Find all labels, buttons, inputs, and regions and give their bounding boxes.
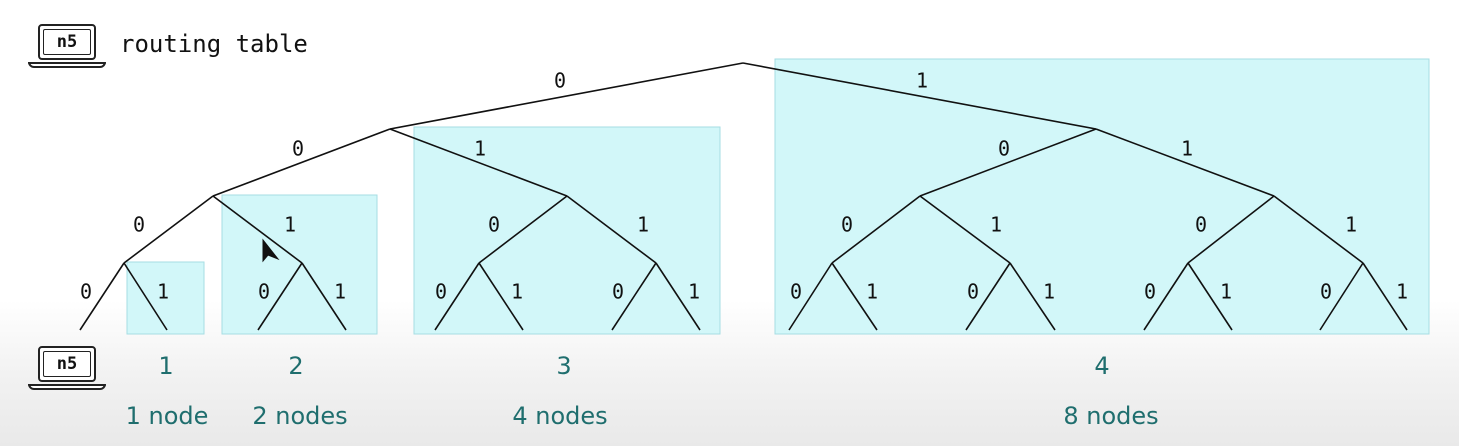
tree-edge-right (1009, 262, 1056, 331)
tree-edge-right (212, 195, 303, 264)
bucket-box-4 (774, 58, 1430, 335)
tree-edge-right (389, 128, 568, 197)
bucket-box-2 (221, 194, 378, 335)
tree-edge-left (478, 195, 568, 264)
tree-edge-labels: 0 1 0 1 0 1 0 1 0 1 0 1 0 1 0 1 0 1 0 1 0 1 0 1 0 1 0 1 0 1 (80, 69, 1408, 304)
tree-edge-right (831, 262, 878, 331)
tree-edge-left (212, 128, 391, 197)
edge-label-left: 0 (292, 137, 304, 161)
laptop-icon-footer: n5 (28, 346, 110, 394)
edge-label-left: 0 (790, 280, 802, 304)
bucket-node-count: 1 node (125, 402, 209, 430)
tree-edge-left (123, 195, 214, 264)
edge-label-left: 0 (612, 280, 624, 304)
edge-label-left: 0 (80, 280, 92, 304)
bucket-node-count: 2 nodes (252, 402, 348, 430)
bucket-boxes (126, 58, 1430, 335)
tree-edge-left (831, 195, 921, 264)
edge-label-left: 0 (1320, 280, 1332, 304)
edge-label-left: 0 (1195, 213, 1207, 237)
edge-label-right: 1 (284, 213, 296, 237)
edge-label-left: 0 (258, 280, 270, 304)
edge-label-left: 0 (998, 137, 1010, 161)
edge-label-right: 1 (990, 213, 1002, 237)
laptop-icon-header: n5 (28, 24, 110, 72)
edge-label-right: 1 (866, 280, 878, 304)
tree-edge-right (655, 262, 701, 331)
edge-label-right: 1 (1345, 213, 1357, 237)
tree-edge-right (301, 262, 347, 331)
edge-label-right: 1 (1181, 137, 1193, 161)
laptop-base (28, 384, 106, 390)
edge-label-right: 1 (688, 280, 700, 304)
tree-edge-right (1095, 128, 1275, 197)
tree-edge-left (1187, 195, 1275, 264)
bucket-box-1 (126, 261, 205, 335)
bucket-number: 3 (556, 352, 572, 380)
laptop-screen: n5 (38, 346, 96, 382)
tree-edge-left (788, 262, 833, 331)
tree-edge-right (478, 262, 524, 331)
bucket-node-count: 4 nodes (512, 402, 608, 430)
bucket-number: 2 (288, 352, 304, 380)
tree-edge-right (1273, 195, 1364, 264)
tree-edge-left (79, 262, 125, 331)
edge-label-left: 0 (967, 280, 979, 304)
edge-label-left: 0 (841, 213, 853, 237)
edge-label-right: 1 (637, 213, 649, 237)
edge-label-right: 1 (334, 280, 346, 304)
edge-label-right: 1 (157, 280, 169, 304)
mouse-cursor-icon (262, 238, 280, 263)
edge-label-left: 0 (1144, 280, 1156, 304)
edge-label-left: 0 (488, 213, 500, 237)
edge-label-right: 1 (1396, 280, 1408, 304)
tree-edge-right (1187, 262, 1233, 331)
tree-edges (79, 62, 1408, 331)
edge-label-left: 0 (435, 280, 447, 304)
bucket-number: 4 (1094, 352, 1110, 380)
tree-edge-right (566, 195, 657, 264)
edge-label-right: 1 (511, 280, 523, 304)
tree-edge-right (123, 262, 168, 331)
tree-edge-left (389, 62, 744, 130)
tree-edge-left (257, 262, 303, 331)
tree-edge-right (742, 62, 1097, 130)
tree-edge-left (611, 262, 657, 331)
laptop-screen: n5 (38, 24, 96, 60)
page-title: routing table (120, 30, 308, 58)
tree-edge-left (1319, 262, 1364, 331)
bucket-node-count: 8 nodes (1063, 402, 1159, 430)
edge-label-right: 1 (1043, 280, 1055, 304)
node-label: n5 (43, 351, 91, 377)
edge-label-right: 1 (474, 137, 486, 161)
tree-edge-left (965, 262, 1011, 331)
tree-edge-left (919, 128, 1097, 197)
bucket-box-3 (413, 126, 721, 335)
bucket-number: 1 (158, 352, 174, 380)
tree-edge-left (1143, 262, 1189, 331)
node-label: n5 (43, 29, 91, 55)
tree-edge-left (434, 262, 480, 331)
tree-edge-right (919, 195, 1011, 264)
laptop-base (28, 62, 106, 68)
edge-label-left: 0 (133, 213, 145, 237)
edge-label-left: 0 (554, 69, 566, 93)
edge-label-right: 1 (916, 69, 928, 93)
tree-edge-right (1362, 262, 1408, 331)
edge-label-right: 1 (1220, 280, 1232, 304)
